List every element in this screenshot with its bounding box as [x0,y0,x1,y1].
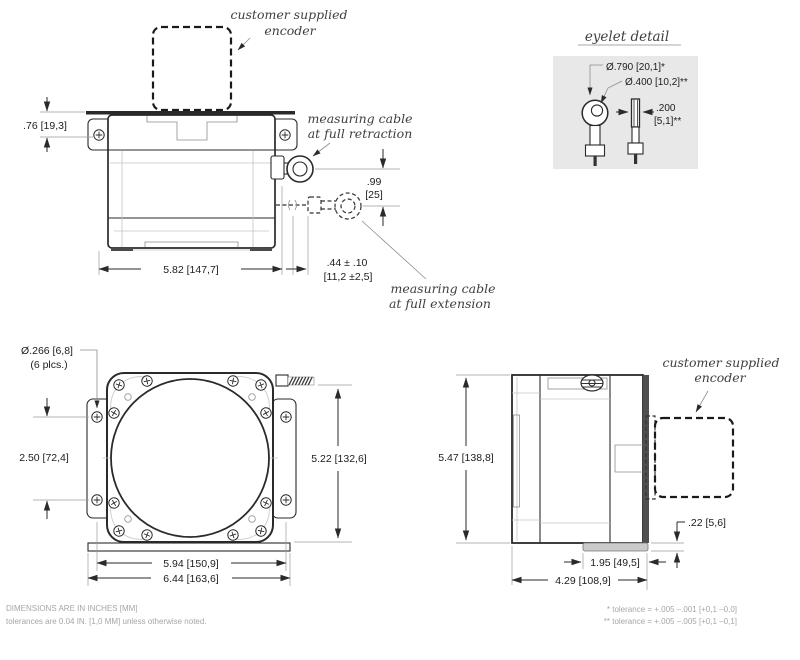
dim-label: 1.95 [49,5] [590,557,640,569]
ear-screw [93,129,105,141]
eyelet-front-view [581,99,609,166]
dim-label: 5.94 [150,9] [163,558,219,570]
mounting-plate-edge [643,375,649,543]
cable-exit [275,374,315,387]
transducer-body [107,114,276,249]
dim-label: 6.44 [163,6] [163,573,219,585]
encoder-recess [146,116,238,141]
name-plate [547,377,608,390]
leader-arrow [312,142,331,157]
tolerance-note: tolerances are 0.04 IN. [1,0 MM] unless … [6,617,207,626]
encoder-annotation: customer supplied [230,7,347,22]
base-flange [87,542,291,552]
dim-label: (6 plcs.) [30,359,67,371]
encoder-annotation: encoder [264,23,316,38]
leader-arrow [600,80,623,104]
transducer-body [511,374,644,544]
dim-label: [11,2 ±2,5] [324,271,373,283]
dimension-22: .22 [5,6] [651,517,726,568]
dim-label: [25] [365,189,383,201]
dimension-99: .99 [25] [315,149,400,226]
dim-label: 4.29 [108,9] [555,575,611,587]
dimension-195: 1.95 [49,5] [564,553,666,590]
dim-label: .44 ± .10 [327,257,368,269]
dimension-76: .76 [19,3] [23,97,93,152]
drawing-notes: DIMENSIONS ARE IN INCHES [MM] tolerances… [6,604,737,626]
ear-screw [279,129,291,141]
retraction-annotation: at full retraction [308,126,413,141]
encoder-annotation: customer supplied [662,355,779,370]
front-view: Ø.266 [6,8] (6 plcs.) 2.50 [72,4] 5.22 [… [19,345,367,586]
dim-label: 5.82 [147,7] [163,264,219,276]
ear-screw [280,411,292,423]
ear-screw [91,494,103,506]
leader-line [361,220,427,280]
eyelet-extended-dashed [276,192,362,220]
dim-label: Ø.790 [20,1]* [606,62,665,73]
leader-arrow [695,390,709,413]
ear-screw [91,411,103,423]
tolerance-star-note: * tolerance = +.005 –.001 [+0,1 –0,0] [607,605,737,614]
dim-label: .76 [19,3] [23,120,67,132]
dim-label: .22 [5,6] [688,517,726,529]
dimension-44: .44 ± .10 [11,2 ±2,5] [286,216,372,283]
dimension-582: 5.82 [147,7] [98,186,283,276]
ear-screw [280,494,292,506]
extension-annotation: at full extension [389,296,491,311]
retraction-annotation: measuring cable [307,111,412,126]
dim-label: Ø.266 [6,8] [21,345,73,357]
leader-arrow [237,37,251,51]
leader-arrow [587,64,603,96]
eyelet-detail-title: eyelet detail [585,29,669,45]
eyelet-retracted [270,155,314,183]
extension-annotation: measuring cable [390,281,495,296]
dim-label: 5.47 [138,8] [438,452,494,464]
dimension-547: 5.47 [138,8] [438,374,510,544]
encoder-dashed-outline [151,25,233,112]
dimension-429: 4.29 [108,9] [511,546,648,587]
dim-label: Ø.400 [10,2]** [625,77,688,88]
dim-label: [5,1]** [654,116,681,127]
dim-label: 2.50 [72,4] [19,452,69,464]
encoder-side-view: customer supplied encoder 5.47 [138,8] .… [438,355,780,590]
eyelet-detail: eyelet detail Ø.790 [20,1]* Ø.400 [10,2]… [553,29,698,169]
dim-label: .99 [367,176,382,188]
dim-label: .200 [656,103,676,114]
dimension-644: 6.44 [163,6] [87,553,291,586]
units-note: DIMENSIONS ARE IN INCHES [MM] [6,604,138,613]
dimension-250: 2.50 [72,4] [19,398,89,519]
tolerance-double-star-note: ** tolerance = +.005 –.005 [+0,1 –0,1] [604,617,737,626]
retraction-side-view: .76 [19,3] 5.82 [147,7] .44 ± .10 [11,2 … [23,7,495,311]
eyelet-side-view [627,98,644,164]
encoder-annotation: encoder [694,370,746,385]
mounting-plate-edge [86,111,295,115]
drum-face [110,378,270,538]
dimension-266: Ø.266 [6,8] (6 plcs.) [21,345,100,409]
dim-label: 5.22 [132,6] [311,453,367,465]
dimension-594: 5.94 [150,9] [96,522,287,571]
cable-clamp-fitting [580,374,604,392]
base-plate [582,542,649,552]
dimension-522: 5.22 [132,6] [294,384,367,543]
encoder-dashed-outline [653,416,735,499]
